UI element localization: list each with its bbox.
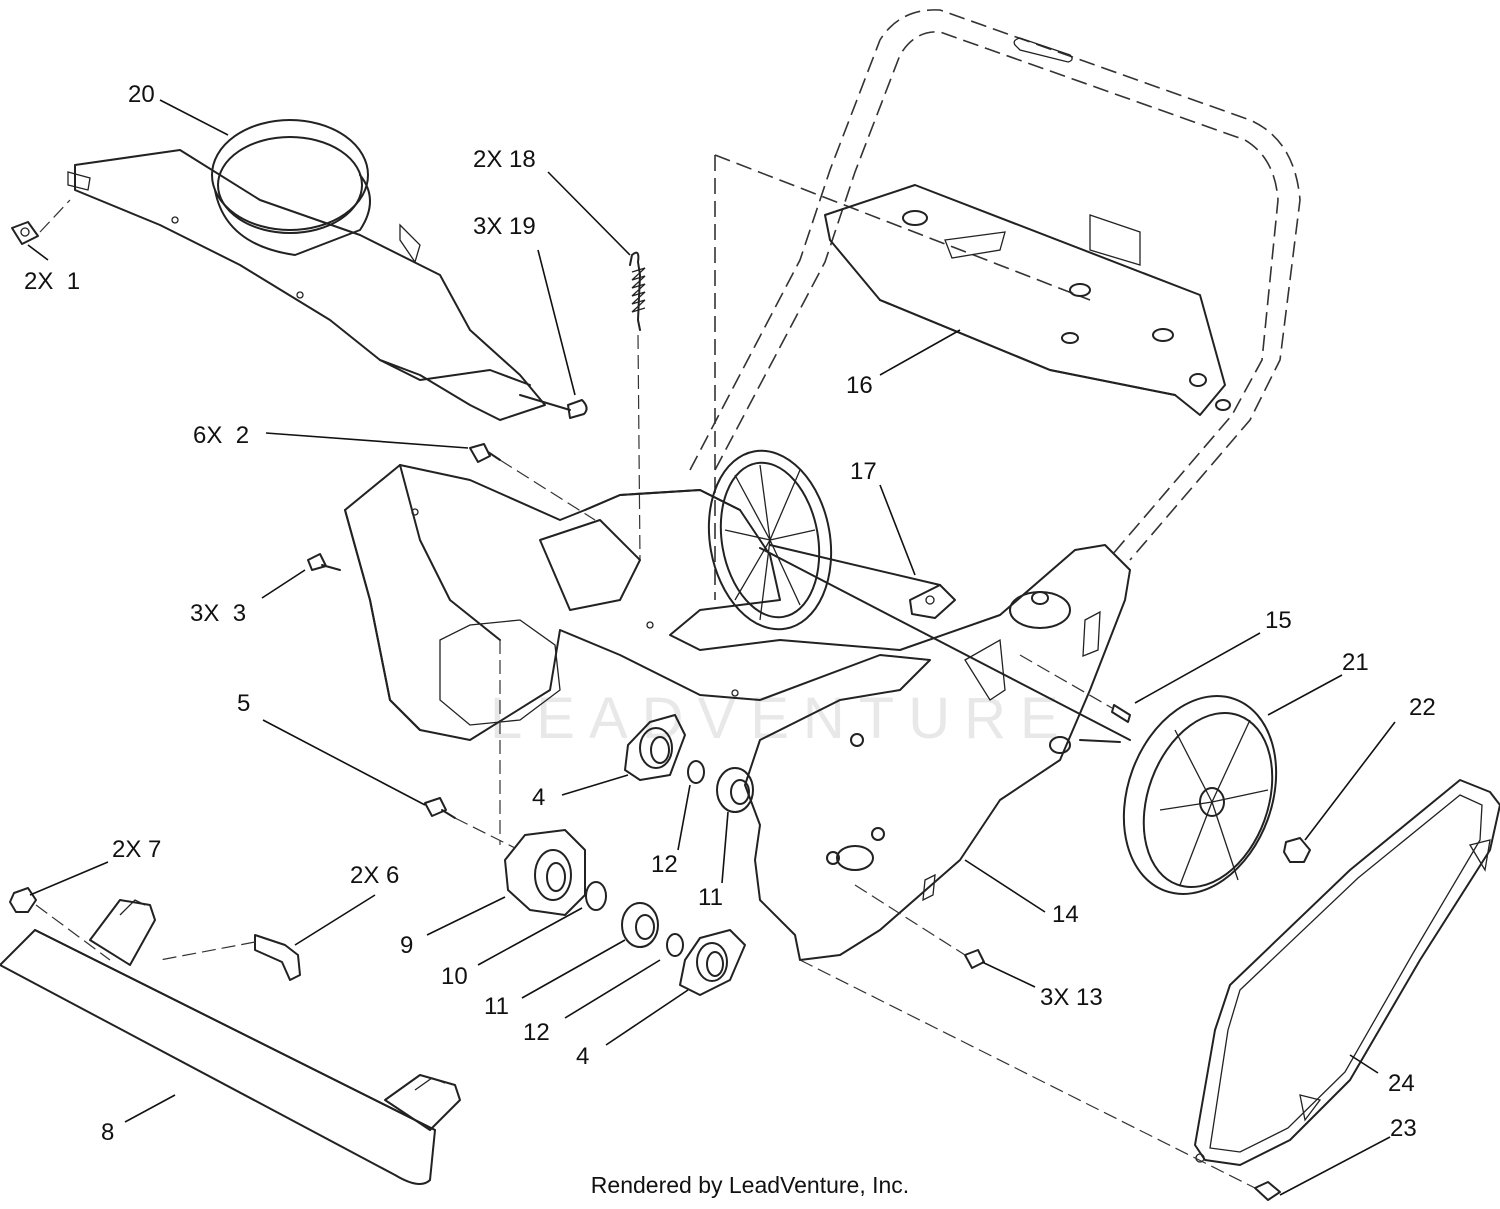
callout-10: 10 <box>441 963 468 990</box>
bearing-upper <box>716 767 754 813</box>
bearing-flange-lower <box>679 929 746 996</box>
leader-lines <box>27 99 1396 1196</box>
callout-9: 9 <box>400 932 413 959</box>
callout-15: 15 <box>1265 607 1292 634</box>
callout-18: 2X 18 <box>473 146 536 173</box>
callout-13: 3X 13 <box>1040 984 1103 1011</box>
wheel-left-ghost <box>707 449 941 631</box>
callout-5: 5 <box>237 690 250 717</box>
belt-cover-part-24 <box>1194 779 1500 1166</box>
callout-14: 14 <box>1052 901 1079 928</box>
washer-part-10 <box>585 881 607 911</box>
callout-20: 20 <box>128 81 155 108</box>
washer-lower <box>666 933 684 957</box>
bracket-part-17 <box>909 584 956 619</box>
callout-2: 6X 2 <box>193 422 249 449</box>
handle-panel <box>824 184 1231 416</box>
nut-part-22 <box>1283 837 1311 863</box>
callout-1: 2X 1 <box>24 268 80 295</box>
screw-part-15 <box>1019 654 1131 723</box>
callout-24: 24 <box>1388 1070 1415 1097</box>
chute-housing <box>67 119 546 421</box>
callout-12-lower: 12 <box>523 1019 550 1046</box>
callout-11-lower: 11 <box>484 993 509 1020</box>
scraper-bar-part-8 <box>0 899 461 1185</box>
callout-labels: 20 2X 1 2X 18 3X 19 6X 2 3X 3 5 4 12 11 … <box>24 81 1436 1146</box>
callout-11-upper: 11 <box>698 884 723 911</box>
bolt-part-2 <box>469 443 596 521</box>
nut-part-7 <box>9 887 111 961</box>
callout-6: 2X 6 <box>350 862 399 889</box>
spring-part-18 <box>629 251 646 561</box>
callout-4-lower: 4 <box>576 1043 589 1070</box>
handle-phantom <box>689 9 1301 600</box>
callout-21: 21 <box>1342 649 1369 676</box>
bearing-lower <box>621 902 659 948</box>
watermark-text: LEADVENTURE <box>490 686 1073 751</box>
callout-19: 3X 19 <box>473 213 536 240</box>
bolt-part-23 <box>799 959 1281 1201</box>
auger-housing <box>344 464 1131 961</box>
screw-part-13 <box>854 884 985 969</box>
bolt-part-5 <box>424 797 516 849</box>
callout-23: 23 <box>1390 1115 1417 1142</box>
callout-4-upper: 4 <box>532 784 545 811</box>
wheel-part-21 <box>1122 695 1278 895</box>
bolt-part-3 <box>307 553 341 571</box>
washer-upper <box>687 760 705 784</box>
callout-12-upper: 12 <box>651 851 678 878</box>
clip-part-1 <box>11 199 71 245</box>
callout-17: 17 <box>850 458 877 485</box>
callout-7: 2X 7 <box>112 836 161 863</box>
bearing-housing-part-9 <box>504 829 586 916</box>
bearing-flange-upper <box>624 714 686 781</box>
callout-8: 8 <box>101 1119 114 1146</box>
screw-part-19 <box>519 394 588 419</box>
callout-16: 16 <box>846 372 873 399</box>
callout-3: 3X 3 <box>190 600 246 627</box>
render-credit: Rendered by LeadVenture, Inc. <box>590 1172 910 1198</box>
axle <box>759 547 1131 741</box>
callout-22: 22 <box>1409 694 1436 721</box>
carriage-bolt-part-6 <box>159 934 301 981</box>
